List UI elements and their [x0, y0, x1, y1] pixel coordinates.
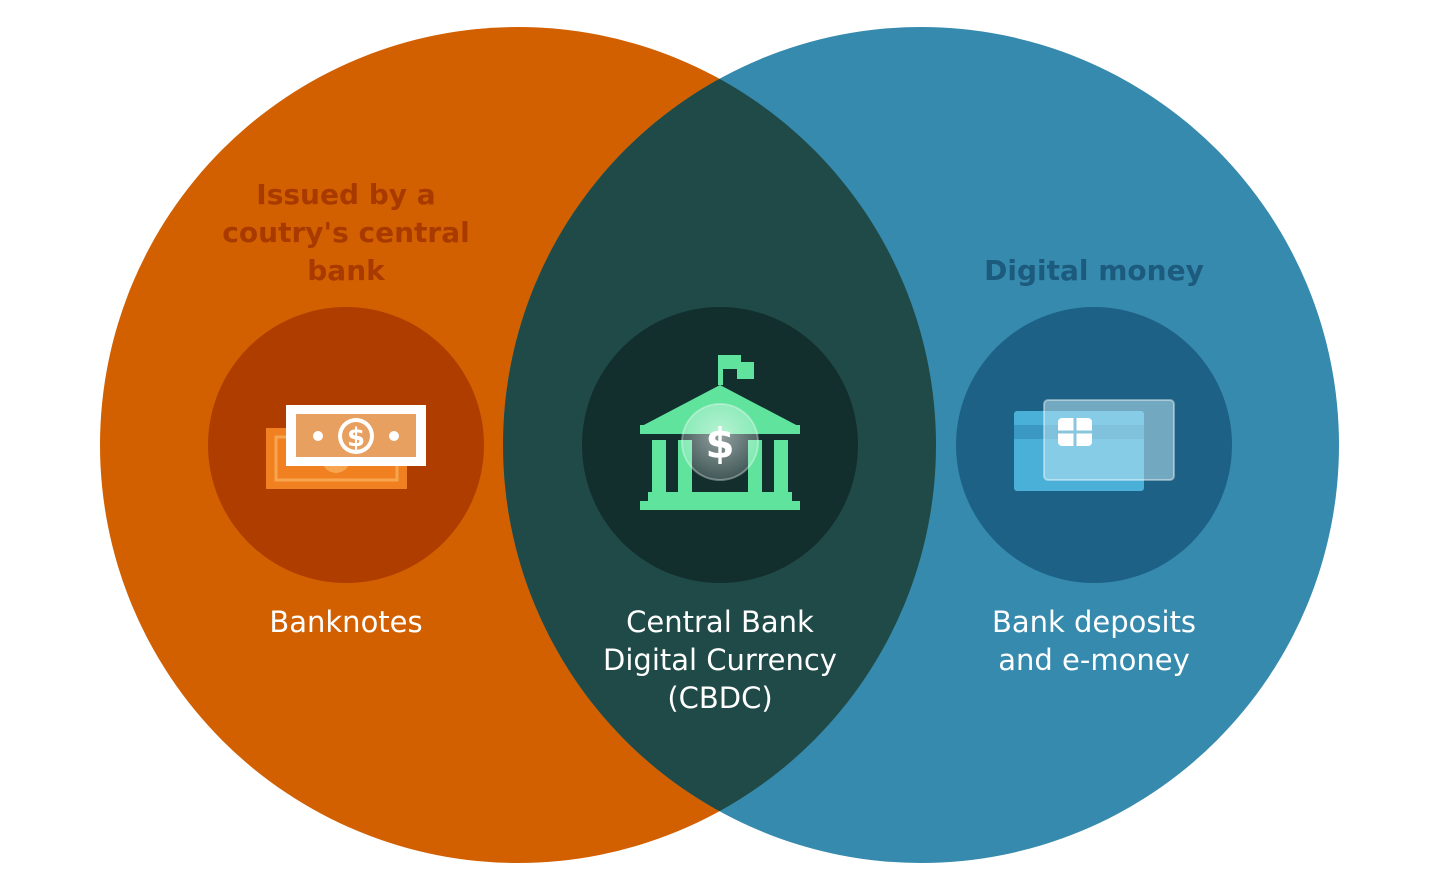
- right-heading: Digital money: [984, 254, 1204, 287]
- svg-text:$: $: [347, 423, 365, 453]
- overlap-region: [503, 27, 936, 863]
- left-heading: Issued by a coutry's central bank: [222, 178, 470, 287]
- banknote-icon: $: [266, 405, 426, 489]
- right-caption: Bank deposits and e-money: [991, 605, 1197, 677]
- card-icon: [1014, 399, 1175, 491]
- central-bank-icon: $: [640, 355, 800, 510]
- svg-text:$: $: [705, 419, 734, 468]
- center-caption: Central Bank Digital Currency (CBDC): [603, 605, 837, 715]
- left-caption: Banknotes: [269, 605, 423, 639]
